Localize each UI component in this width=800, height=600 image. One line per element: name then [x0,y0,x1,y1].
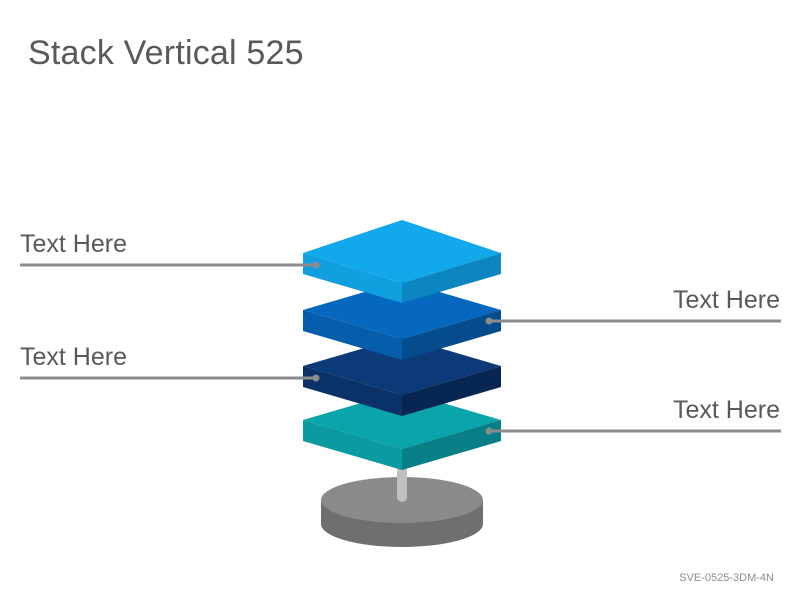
page-title: Stack Vertical 525 [28,34,304,72]
stack-layer-4 [303,391,501,470]
stack-layer-1 [303,220,501,303]
slide-code: SVE-0525-3DM-4N [679,572,774,584]
label-layer-3: Text Here [20,343,127,371]
stack-layer-2 [303,281,501,360]
base-pedestal [321,477,483,547]
label-layer-2: Text Here [673,286,780,314]
stack-layer-3 [303,337,501,416]
label-layer-4: Text Here [673,396,780,424]
label-layer-1: Text Here [20,230,127,258]
leader-lines [20,261,781,435]
